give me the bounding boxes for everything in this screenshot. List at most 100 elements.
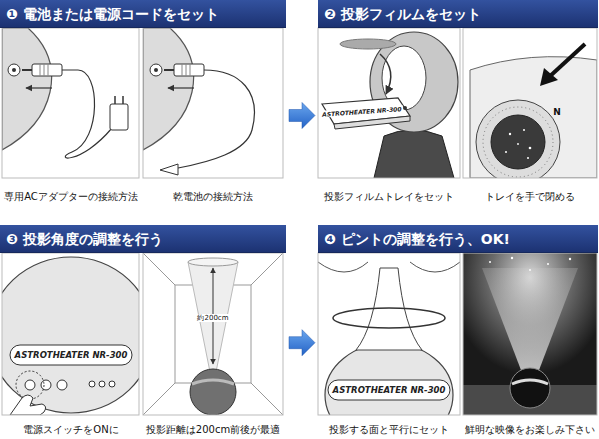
art-circle [491, 115, 545, 169]
art-rect [10, 345, 132, 365]
art-circle [12, 68, 16, 72]
art-line [548, 44, 585, 78]
art-path [178, 70, 254, 168]
art-path [62, 70, 112, 158]
art-ellipse [333, 308, 445, 328]
art-rect [318, 28, 460, 178]
art-polygon [540, 68, 558, 86]
art-circle [8, 64, 20, 76]
art-circle [150, 64, 162, 76]
art-rect [110, 104, 128, 130]
art-circle [523, 129, 525, 131]
art-rect [174, 64, 204, 76]
caption: 投影フィルムトレイをセット [324, 191, 454, 203]
caption: 電源スイッチをONに [23, 424, 118, 436]
art-path [192, 380, 234, 384]
battery-figure [143, 28, 283, 178]
art-path [2, 28, 52, 150]
art-circle [511, 257, 513, 259]
art-line [168, 87, 194, 88]
art-line [186, 64, 187, 76]
step-panel: ❸ 投影角度の調整を行う [0, 225, 286, 439]
art-line [48, 64, 49, 76]
art-circle [483, 107, 553, 177]
art-circle [489, 261, 491, 263]
caption: トレイを手で閉める [485, 191, 575, 203]
figure-frame [143, 28, 283, 178]
art-circle [517, 143, 519, 145]
art-circle [154, 68, 158, 72]
art-line [164, 69, 174, 71]
art-line [26, 87, 52, 88]
art-line [251, 383, 283, 415]
caption: 乾電池の接続方法 [173, 191, 253, 203]
art-rect [32, 64, 62, 76]
art-line [190, 64, 191, 76]
art-circle [57, 380, 67, 390]
art-circle [547, 263, 549, 265]
caption: 鮮明な映像をお楽しみ下さい [465, 424, 595, 436]
art-rect [328, 380, 450, 400]
art-circle [403, 106, 407, 110]
art-rect [2, 28, 139, 178]
art-polygon [188, 262, 238, 372]
distance-figure [143, 253, 283, 415]
art-circle [476, 100, 560, 178]
film-tray-figure [318, 28, 460, 178]
art-circle [41, 380, 51, 390]
art-circle [569, 258, 571, 260]
art-line [122, 96, 124, 104]
art-path [10, 395, 46, 415]
art-path [380, 54, 391, 94]
step-panel: ❹ ピントの調整を行う、OK! [318, 225, 598, 439]
art-path [374, 130, 454, 178]
figure-frame [463, 253, 597, 415]
step-heading: ❸ 投影角度の調整を行う [0, 225, 286, 253]
art-ellipse [325, 343, 453, 415]
step-panel: ❶ 電池または電源コードをセット [0, 0, 286, 210]
step-heading: ❶ 電池または電源コードをセット [0, 0, 286, 28]
art-path [143, 28, 194, 150]
product-logo: ASTROTHEATER NR-300 [332, 385, 447, 395]
art-circle [509, 133, 511, 135]
art-line [251, 253, 283, 285]
figure-label: N [553, 107, 561, 118]
art-line [182, 64, 183, 76]
art-polygon [482, 268, 578, 378]
art-ellipse [2, 257, 139, 413]
figure-frame [463, 28, 597, 178]
caption: 専用ACアダプターの接続方法 [4, 191, 138, 203]
figure-frame [318, 253, 460, 415]
art-circle [99, 381, 105, 387]
art-circle [109, 381, 115, 387]
figure-label: 約200cm [197, 314, 228, 322]
art-ellipse [340, 39, 396, 49]
art-circle [89, 381, 95, 387]
flow-arrow [289, 103, 315, 129]
figure-frame [143, 253, 283, 415]
art-circle [529, 147, 532, 150]
art-circle [510, 368, 550, 408]
art-rect [463, 253, 597, 415]
step-heading: ❷ 投影フィルムをセット [318, 0, 598, 28]
art-line [44, 64, 45, 76]
step-heading: ❹ ピントの調整を行う、OK! [318, 225, 598, 253]
flow-arrow [289, 330, 315, 356]
figure-frame [2, 253, 139, 415]
focus-figure [318, 253, 460, 415]
art-polygon [334, 116, 410, 129]
art-circle [505, 151, 507, 153]
art-circle [527, 157, 529, 159]
art-circle [529, 269, 531, 271]
product-logo: ASTROTHEATER NR-300 [14, 350, 129, 360]
figure-frame [2, 28, 139, 178]
art-path [160, 164, 178, 175]
art-ellipse [188, 258, 238, 266]
art-line [114, 96, 116, 104]
caption: 投影距離は200cm前後が最適 [146, 424, 280, 436]
art-line [143, 383, 175, 415]
art-circle [190, 369, 236, 415]
result-photo [463, 253, 597, 415]
